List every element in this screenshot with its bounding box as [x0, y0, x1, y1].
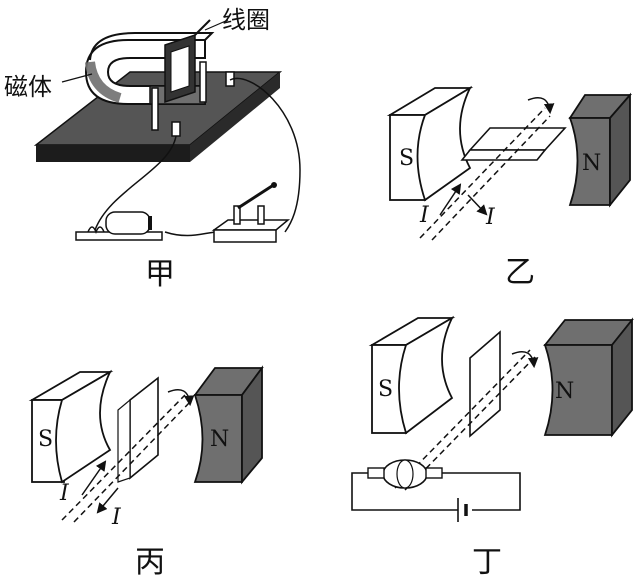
coil-frame: [164, 19, 211, 104]
axis-bing: [61, 394, 191, 523]
rotation-arrow-yi: [527, 97, 555, 115]
axis-yi: [419, 107, 551, 241]
commutator-ding: [367, 459, 443, 489]
current-label-out-bing: I: [111, 505, 122, 530]
coil-bing: [117, 376, 159, 483]
current-arrow-out-bing: [96, 487, 119, 514]
magnet-s-block-bing: [28, 369, 114, 484]
current-arrow-in-yi: [439, 183, 462, 216]
coil-yi: [460, 127, 567, 161]
pole-n-ding: N: [555, 379, 574, 404]
pole-s-yi: S: [399, 146, 414, 171]
caption-yi: 乙: [505, 255, 535, 290]
panel-bing: S N I I 丙: [28, 365, 264, 580]
rotation-arrow-bing: [167, 389, 195, 407]
current-label-out-yi: I: [485, 205, 496, 230]
panel-jia: 线圈 磁体 甲: [4, 6, 301, 292]
panel-ding: S N 丁: [351, 315, 634, 580]
magnet-label-group: 磁体: [4, 73, 93, 101]
coil-ding: [469, 330, 501, 438]
rotation-arrow-ding: [511, 351, 539, 369]
magnet-s-block-ding: [368, 315, 456, 435]
battery-circuit-ding: [351, 472, 521, 522]
current-label-in-yi: I: [419, 203, 430, 228]
panel-yi: S N I I 乙: [386, 85, 632, 290]
magnet-s-block: [386, 85, 474, 202]
current-arrow-in-bing: [81, 460, 107, 496]
current-label-in-bing: I: [59, 481, 70, 506]
coil-label: 线圈: [222, 6, 270, 34]
pole-s-bing: S: [38, 427, 53, 452]
caption-ding: 丁: [472, 545, 502, 580]
pole-s-ding: S: [378, 377, 393, 402]
magnet-n-block-ding: [543, 317, 634, 438]
pole-n-yi: N: [582, 151, 601, 176]
current-arrow-out-yi: [467, 194, 488, 216]
rheostat: [75, 211, 163, 241]
knife-switch: [211, 182, 291, 243]
support-posts: [151, 61, 235, 137]
caption-jia: 甲: [145, 257, 175, 292]
magnet-n-block: [568, 92, 632, 208]
magnet-label: 磁体: [4, 73, 52, 101]
caption-bing: 丙: [135, 545, 165, 580]
magnet-n-block-bing: [193, 365, 264, 485]
pole-n-bing: N: [210, 427, 229, 452]
coil-label-group: 线圈: [204, 6, 270, 34]
